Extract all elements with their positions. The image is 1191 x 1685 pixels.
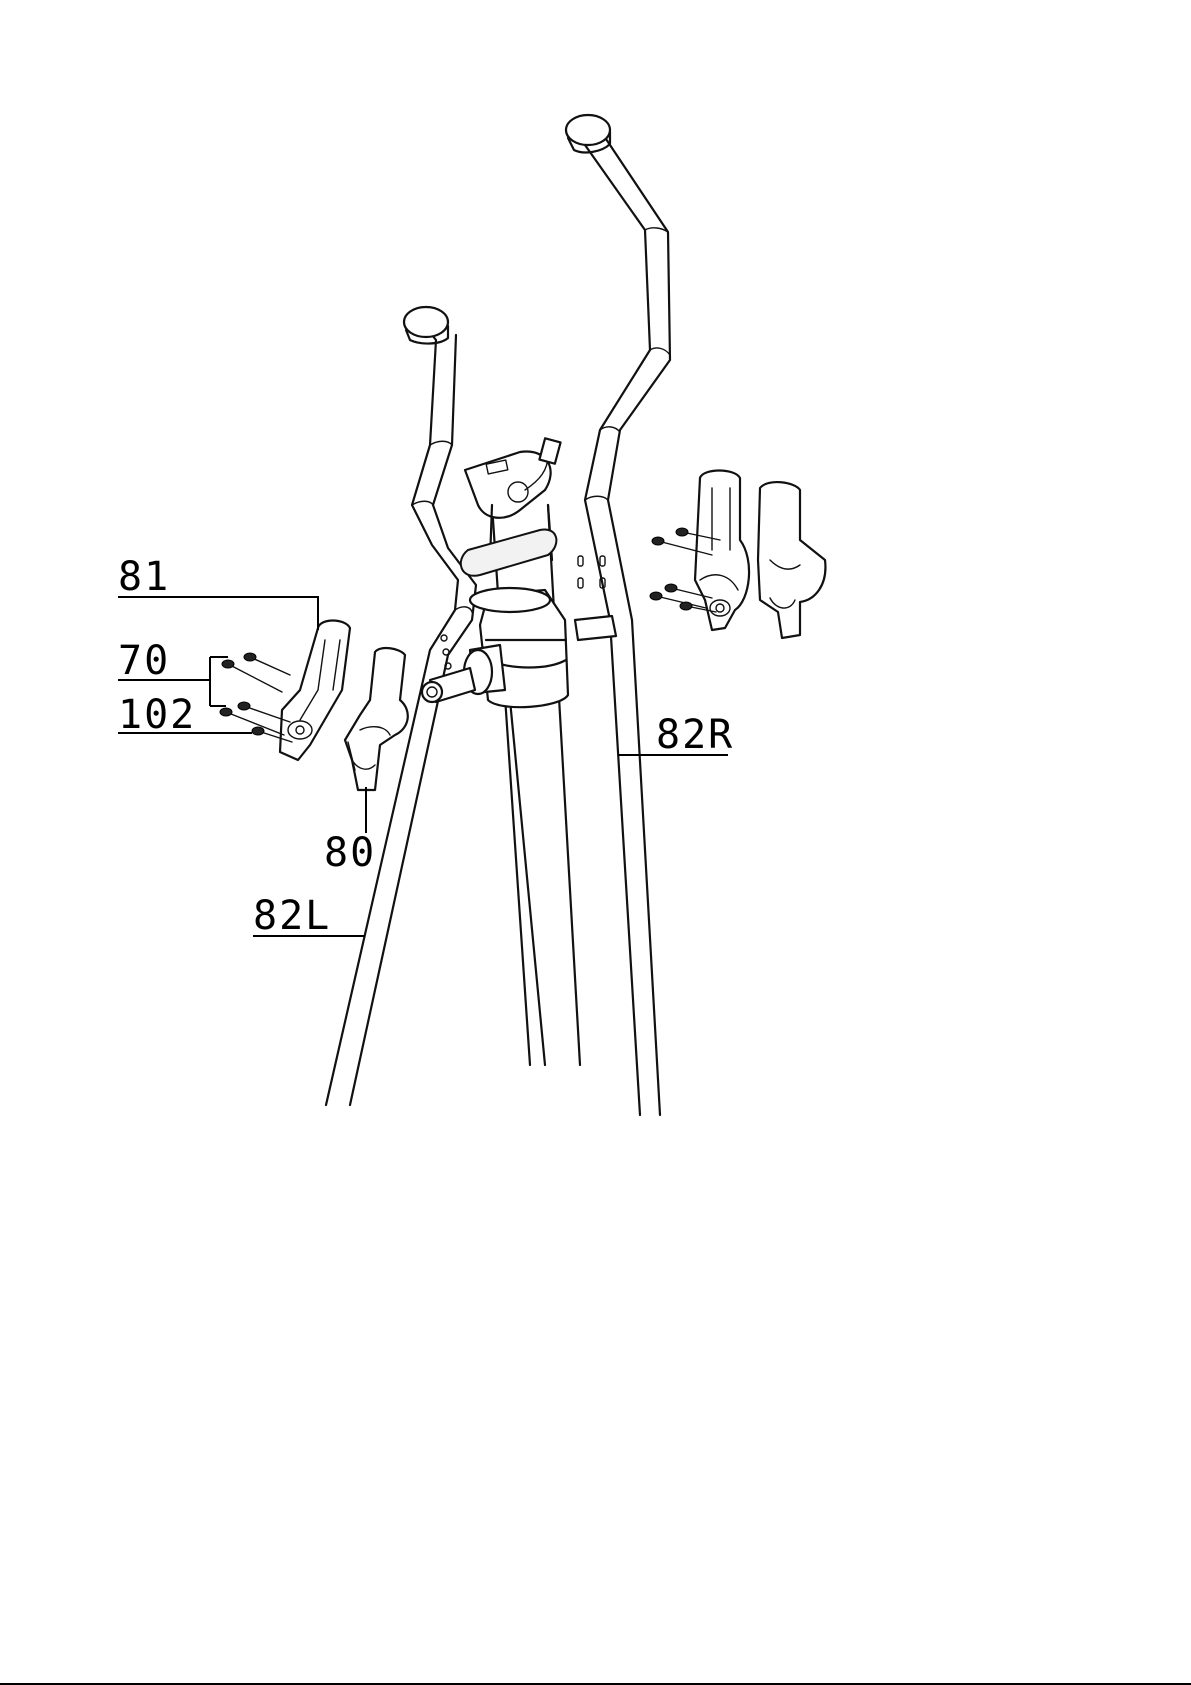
part-label-80: 80 — [324, 830, 376, 876]
screw — [244, 653, 290, 675]
right-handlebar-cover-81 — [695, 471, 749, 631]
part-label-81: 81 — [118, 554, 170, 600]
left-handlebar-cover-81 — [280, 621, 350, 761]
screw — [222, 660, 282, 692]
right-handlebar-cover-80 — [758, 482, 825, 638]
part-label-82R: 82R — [656, 712, 734, 758]
part-label-102: 102 — [118, 692, 196, 738]
center-upright-post — [422, 438, 580, 1065]
part-label-82L: 82L — [253, 893, 331, 939]
right-handlebar-tube-82R — [566, 115, 670, 1115]
part-label-70: 70 — [118, 638, 170, 684]
left-handlebar-cover-80 — [345, 648, 408, 790]
